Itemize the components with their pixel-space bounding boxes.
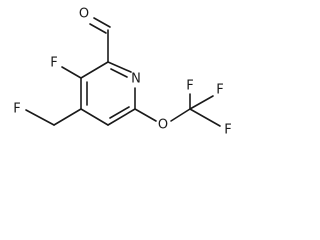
bond-cf3-f-right (189, 108, 221, 127)
bond-n1-c2 (107, 61, 132, 73)
atom-cf3-fluorine-right: F (224, 123, 231, 138)
molecule-svg: O F N F O F F F (13, 7, 231, 138)
atom-cf3-fluorine-top-left: F (186, 79, 193, 94)
bond-c5-c6-inner (109, 106, 130, 119)
bond-c4-ch2 (53, 108, 82, 126)
bond-aldehyde-co-1 (93, 17, 111, 28)
bond-c3-f (61, 66, 82, 79)
bond-o-cf3 (170, 108, 191, 122)
atom-ether-oxygen: O (158, 118, 168, 133)
bond-c2-n1-inner (110, 68, 128, 78)
atom-cf3-fluorine-top-right: F (216, 83, 223, 98)
bond-cf3-f-top-right (189, 95, 214, 110)
atom-ring-fluorine: F (50, 56, 57, 71)
bond-ch2-f (25, 109, 55, 126)
bonds (25, 17, 221, 127)
atom-aldehyde-oxygen: O (79, 7, 89, 22)
atom-labels: O F N F O F F F (13, 7, 231, 138)
bond-c4-c5 (80, 108, 109, 126)
bond-aldehyde-co-2 (89, 23, 107, 34)
bond-c6-o (134, 108, 157, 122)
atom-ring-nitrogen: N (131, 72, 141, 87)
bond-c2-c3 (80, 61, 109, 79)
atom-fluoromethyl-fluorine: F (13, 102, 20, 117)
bond-c5-c6 (107, 108, 136, 126)
structure-diagram: O F N F O F F F (13, 7, 231, 138)
